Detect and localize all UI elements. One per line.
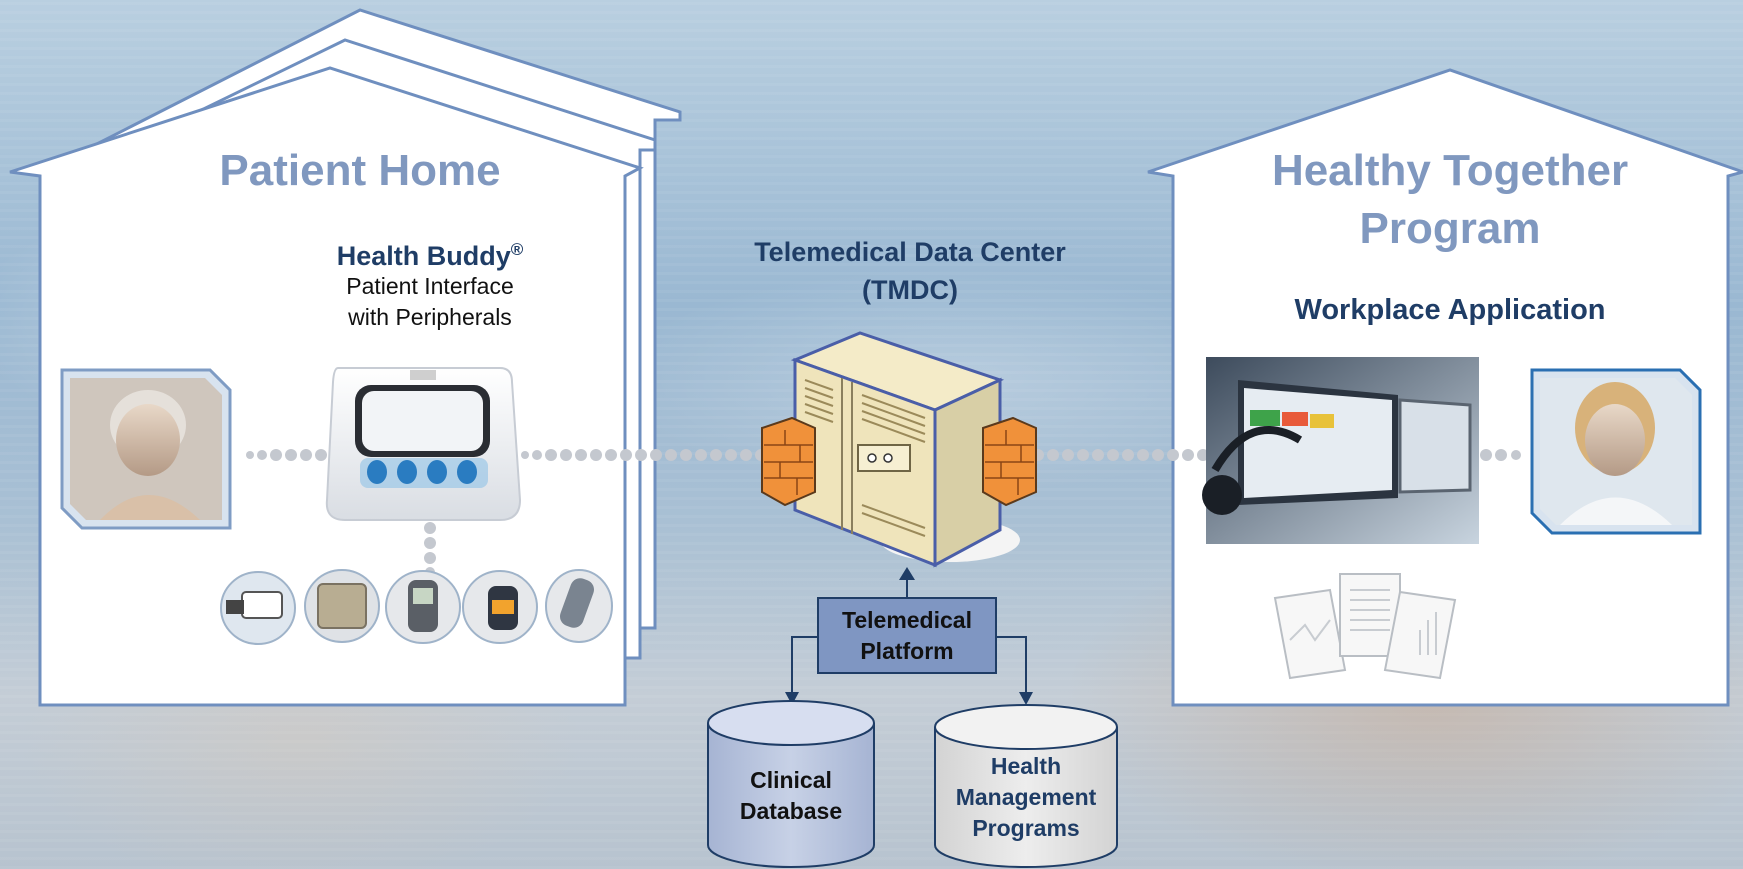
health-buddy-subtitle-1: Patient Interface	[346, 273, 514, 299]
database-icon	[934, 704, 1118, 868]
health-management-label-3: Programs	[972, 815, 1080, 841]
blood-pressure-monitor-icon	[220, 571, 296, 645]
database-icon	[707, 700, 875, 868]
healthy-together-title-2: Program	[1359, 204, 1541, 253]
telemedical-platform-label-2: Platform	[860, 638, 954, 664]
arrowheads	[785, 567, 1033, 705]
health-buddy-device	[325, 367, 522, 521]
health-buddy-subtitle-2: with Peripherals	[348, 304, 512, 330]
workplace-application-heading: Workplace Application	[1294, 294, 1606, 326]
server-icon	[790, 331, 1020, 568]
registered-mark: ®	[510, 240, 524, 259]
glucose-meter-icon	[385, 570, 461, 644]
health-management-label-2: Management	[955, 784, 1097, 810]
health-buddy-heading: Health Buddy®	[260, 232, 600, 274]
peak-flow-meter-icon	[545, 569, 613, 643]
telemedical-platform-box	[817, 597, 997, 674]
workstation-photo	[1202, 357, 1479, 544]
healthy-together-title-1: Healthy Together	[1271, 146, 1629, 195]
reports-icon	[1273, 573, 1457, 680]
doctor-photo	[1530, 368, 1702, 535]
tmdc-title-1: Telemedical Data Center	[754, 237, 1066, 267]
telemedical-platform-label-1: Telemedical	[842, 607, 972, 633]
pulse-oximeter-icon	[462, 570, 538, 644]
health-management-label-1: Health	[990, 753, 1062, 779]
clinical-database-label-2: Database	[739, 798, 843, 824]
tmdc-title-2: (TMDC)	[862, 275, 958, 305]
patient-home-title: Patient Home	[219, 146, 501, 195]
firewall-icon	[982, 416, 1037, 507]
firewall-icon	[761, 416, 816, 507]
clinical-database-label-1: Clinical	[750, 767, 832, 793]
health-buddy-name: Health Buddy	[336, 241, 511, 271]
scale-icon	[304, 569, 380, 643]
patient-home-house-stack	[9, 8, 682, 707]
platform-connectors	[791, 578, 1027, 695]
elderly-patient-photo	[60, 368, 232, 530]
